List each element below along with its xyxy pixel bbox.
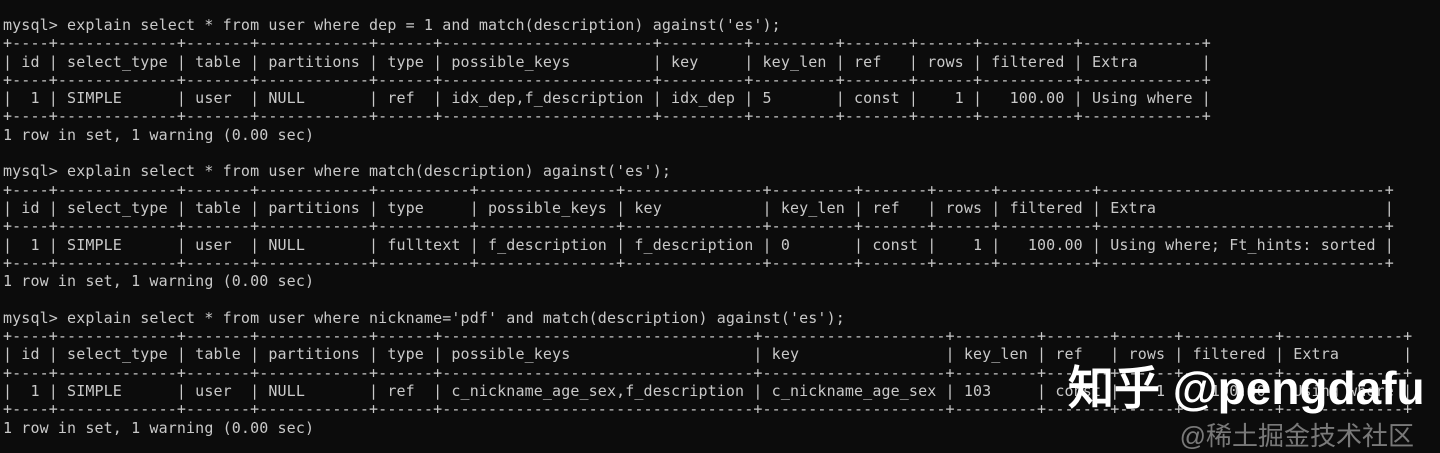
table-border-line: +----+-------------+-------+------------…	[3, 107, 1211, 126]
table-border-line: +----+-------------+-------+------------…	[3, 34, 1211, 53]
blank-line	[3, 144, 1412, 162]
result-summary-line: 1 row in set, 1 warning (0.00 sec)	[3, 125, 315, 144]
result-summary-line: 1 row in set, 1 warning (0.00 sec)	[3, 272, 315, 291]
table-row-line: | 1 | SIMPLE | user | NULL | ref | c_nic…	[3, 381, 1413, 400]
table-header-line: | id | select_type | table | partitions …	[3, 345, 1413, 364]
mysql-query-line: mysql> explain select * from user where …	[3, 162, 672, 181]
terminal: mysql> explain select * from user where …	[3, 16, 1413, 437]
table-row-line: | 1 | SIMPLE | user | NULL | fulltext | …	[3, 235, 1394, 254]
mysql-query-line: mysql> explain select * from user where …	[3, 16, 781, 34]
table-border-line: +----+-------------+-------+------------…	[3, 70, 1211, 89]
table-border-line: +----+-------------+-------+------------…	[3, 363, 1413, 382]
table-border-line: +----+-------------+-------+------------…	[3, 327, 1413, 346]
blank-line	[3, 290, 1412, 308]
table-border-line: +----+-------------+-------+------------…	[3, 400, 1413, 419]
table-border-line: +----+-------------+-------+------------…	[3, 217, 1394, 236]
table-header-line: | id | select_type | table | partitions …	[3, 52, 1211, 71]
table-row-line: | 1 | SIMPLE | user | NULL | ref | idx_d…	[3, 89, 1211, 108]
table-border-line: +----+-------------+-------+------------…	[3, 180, 1394, 199]
table-border-line: +----+-------------+-------+------------…	[3, 253, 1394, 272]
table-header-line: | id | select_type | table | partitions …	[3, 198, 1394, 217]
zhihu-watermark: 知乎 @pengdafu	[1068, 362, 1425, 414]
mysql-query-line: mysql> explain select * from user where …	[3, 308, 845, 327]
juejin-watermark: @稀土掘金技术社区	[1179, 421, 1414, 451]
result-summary-line: 1 row in set, 1 warning (0.00 sec)	[3, 418, 315, 437]
